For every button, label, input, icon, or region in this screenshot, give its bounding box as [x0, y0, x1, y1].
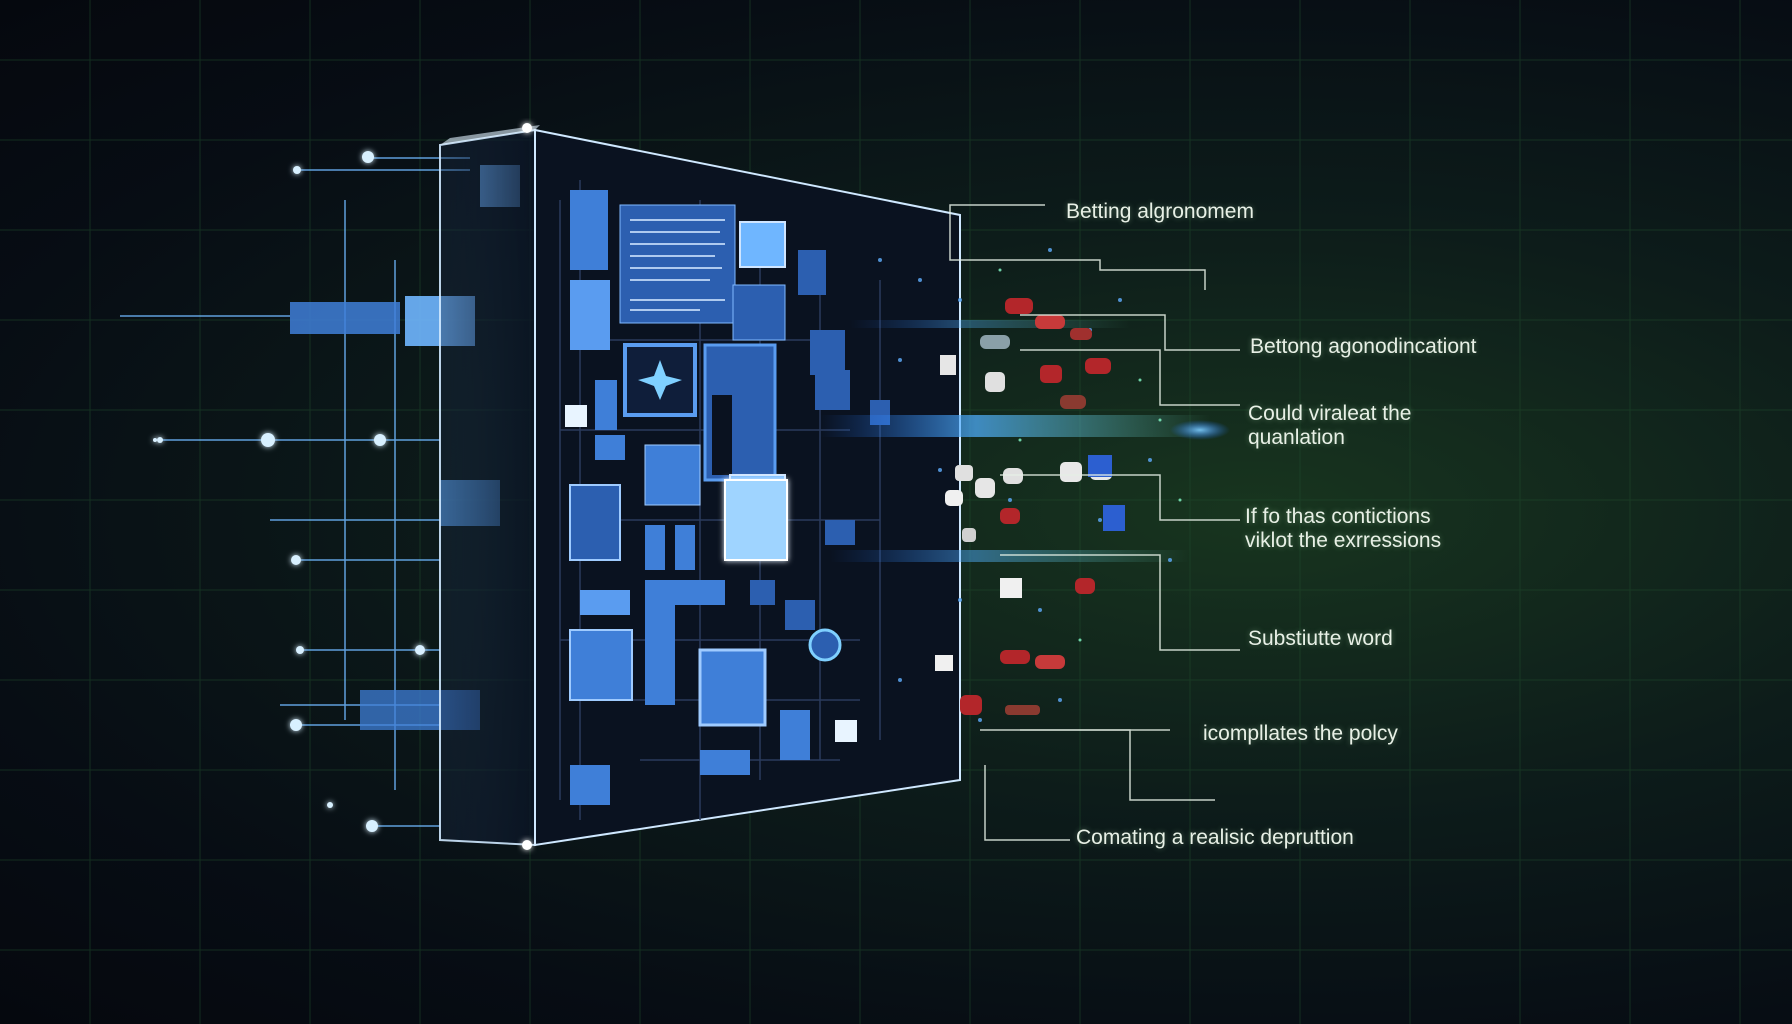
label-bettong-agonodincationt: Bettong agonodincationt: [1250, 335, 1477, 359]
callout-lines: [950, 205, 1240, 840]
label-comating-a-realisic-depruttion: Comating a realisic depruttion: [1076, 826, 1354, 850]
label-icompllates-the-polcy: icompllates the polcy: [1203, 722, 1398, 746]
capsule-chips: [935, 298, 1125, 715]
label-substiutte-word: Substiutte word: [1248, 627, 1393, 651]
label-betting-algronomem: Betting algronomem: [1066, 200, 1254, 224]
